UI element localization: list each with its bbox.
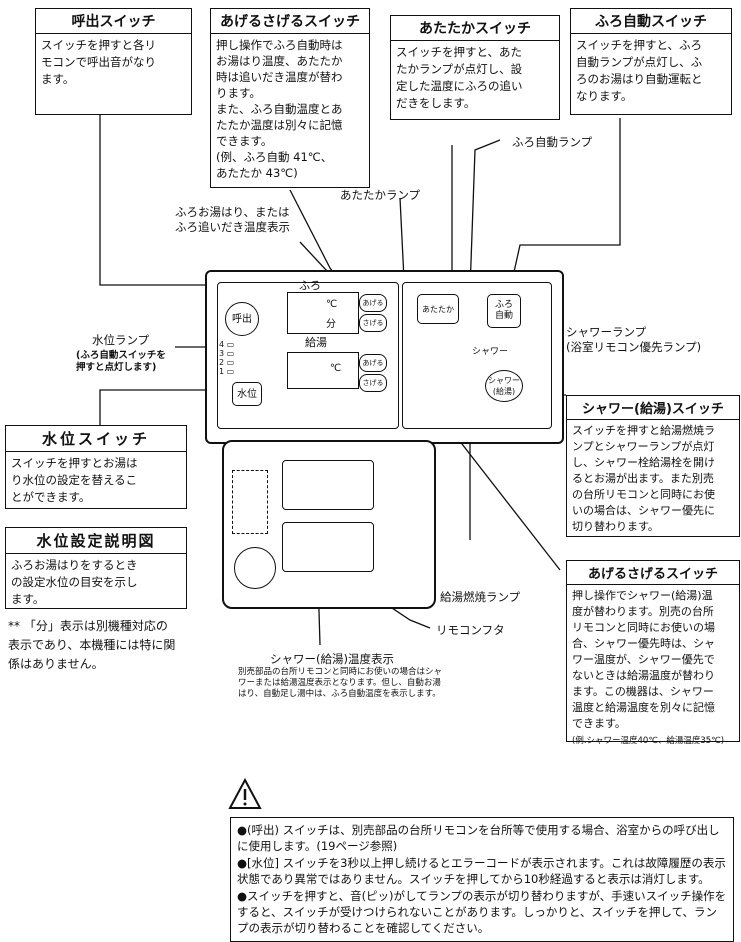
water-level-title: 水位スイッチ — [6, 426, 186, 452]
shower-down-button[interactable]: さげる — [359, 374, 387, 392]
level-2: 2 — [219, 358, 225, 367]
level-3: 3 — [219, 349, 225, 358]
updown-bottom-desc: 押し操作でシャワー(給湯)温 度が替わります。別売の台所 リモコンと同時にお使い… — [572, 589, 715, 730]
warm-switch-title: あたたかスイッチ — [391, 16, 559, 41]
level-lamps: 4 ▭ 3 ▭ 2 ▭ 1 ▭ — [219, 340, 235, 376]
shower-deg: ℃ — [330, 363, 342, 374]
updown-bottom-example: (例.シャワー温度40℃、給湯温度35℃) — [572, 736, 725, 746]
level-4: 4 — [219, 340, 225, 349]
call-switch-box: 呼出スイッチ スイッチを押すと各リ モコンで呼出音がなり ます。 — [35, 8, 192, 115]
shower-temp-note: 別売部品の台所リモコンと同時にお使いの場合はシャ ワーまたは給湯温度表示となりま… — [238, 667, 443, 699]
cover-round — [234, 547, 276, 589]
warm-lamp-label: あたたかランプ — [340, 188, 421, 202]
auto-lamp-label: ふろ自動ランプ — [512, 135, 593, 149]
call-switch-desc: スイッチを押すと各リ モコンで呼出音がなり ます。 — [41, 38, 156, 86]
level-lamp-note: (ふろ自動スイッチを 押すと点灯します) — [76, 350, 166, 373]
shower-temp-label: シャワー(給湯)温度表示 — [270, 652, 394, 666]
level-chart-box: 水位設定説明図 ふろお湯はりをするとき の設定水位の目安を示し ます。 — [5, 527, 187, 609]
cover-window-bottom — [282, 522, 374, 572]
level-chart-slot — [232, 470, 268, 534]
cover-label: リモコンフタ — [436, 623, 505, 637]
warm-switch-box: あたたかスイッチ スイッチを押すと、あた たかランプが点灯し、設 定した温度にふ… — [390, 15, 560, 120]
notes-box: ●(呼出) スイッチは、別売部品の台所リモコンを台所等で使用する場合、浴室からの… — [230, 817, 734, 942]
bath-min: 分 — [326, 319, 336, 330]
updown-bottom-box: あげるさげるスイッチ 押し操作でシャワー(給湯)温 度が替わります。別売の台所 … — [566, 560, 740, 746]
level-1: 1 — [219, 367, 225, 376]
shower-up-button[interactable]: あげる — [359, 354, 387, 372]
auto-switch-title: ふろ自動スイッチ — [571, 9, 731, 34]
bath-section — [217, 282, 399, 429]
bath-up-button[interactable]: あげる — [359, 294, 387, 312]
kyuto-label: 給湯 — [305, 336, 327, 349]
bath-down-button[interactable]: さげる — [359, 314, 387, 332]
water-level-desc: スイッチを押すとお湯は り水位の設定を替えるこ とができます。 — [11, 456, 138, 504]
updown-top-title: あげるさげるスイッチ — [211, 9, 369, 34]
cover-window-top — [282, 460, 374, 510]
auto-switch-box: ふろ自動スイッチ スイッチを押すと、ふろ 自動ランプが点灯し、ふ ろのお湯はり自… — [570, 8, 732, 115]
note-1: ●(呼出) スイッチは、別売部品の台所リモコンを台所等で使用する場合、浴室からの… — [237, 823, 720, 853]
warm-button[interactable]: あたたか — [417, 294, 459, 324]
note-3: ●スイッチを押すと、音(ピッ)がしてランプの表示が切り替わりますが、手速いスイッ… — [237, 889, 727, 935]
auto-switch-desc: スイッチを押すと、ふろ 自動ランプが点灯し、ふ ろのお湯はり自動運転と なります… — [576, 38, 703, 103]
shower-switch-title: シャワー(給湯)スイッチ — [567, 396, 739, 420]
bath-deg: ℃ — [326, 299, 338, 310]
shower-switch-box: シャワー(給湯)スイッチ スイッチを押すと給湯燃焼ラ ンプとシャワーランプが点灯… — [566, 395, 740, 537]
warning-icon — [228, 778, 262, 809]
burn-lamp-label: 給湯燃焼ランプ — [440, 590, 521, 604]
bath-temp-display: ℃ 分 — [287, 292, 359, 334]
water-level-button[interactable]: 水位 — [232, 382, 262, 406]
furo-label: ふろ — [299, 279, 321, 292]
call-switch-title: 呼出スイッチ — [36, 9, 191, 34]
footnote: ** 「分」表示は別機種対応の 表示であり、本機種には特に関 係はありません。 — [8, 619, 176, 671]
level-lamp-label: 水位ランプ — [92, 333, 150, 347]
remote-cover[interactable] — [222, 440, 436, 609]
right-section — [402, 282, 552, 429]
shower-temp-display: ℃ — [287, 352, 359, 389]
shower-lamp-text: シャワー — [472, 347, 509, 357]
updown-bottom-title: あげるさげるスイッチ — [567, 561, 739, 585]
shower-switch-desc: スイッチを押すと給湯燃焼ラ ンプとシャワーランプが点灯 し、シャワー栓給湯栓を開… — [572, 424, 715, 533]
level-chart-title: 水位設定説明図 — [6, 528, 186, 554]
updown-top-desc: 押し操作でふろ自動時は お湯はり温度、あたたか 時は追いだき温度が替わ ります。… — [216, 38, 343, 180]
auto-button[interactable]: ふろ 自動 — [487, 294, 521, 328]
warm-switch-desc: スイッチを押すと、あた たかランプが点灯し、設 定した温度にふろの追い だきをし… — [396, 45, 523, 110]
bath-temp-label: ふろお湯はり、または ふろ追いだき温度表示 — [175, 205, 290, 234]
note-2: ●[水位] スイッチを3秒以上押し続けるとエラーコードが表示されます。これは故障… — [237, 856, 726, 886]
shower-button[interactable]: シャワー (給湯) — [485, 370, 523, 402]
remote-control-panel: 呼出 水位 4 ▭ 3 ▭ 2 ▭ 1 ▭ ふろ ℃ 分 給湯 ℃ あげる さげ… — [205, 270, 564, 444]
level-chart-desc: ふろお湯はりをするとき の設定水位の目安を示し ます。 — [11, 558, 138, 606]
call-button[interactable]: 呼出 — [225, 302, 259, 336]
water-level-box: 水位スイッチ スイッチを押すとお湯は り水位の設定を替えるこ とができます。 — [5, 425, 187, 509]
shower-lamp-label: シャワーランプ (浴室リモコン優先ランプ) — [566, 325, 702, 354]
updown-top-box: あげるさげるスイッチ 押し操作でふろ自動時は お湯はり温度、あたたか 時は追いだ… — [210, 8, 370, 188]
